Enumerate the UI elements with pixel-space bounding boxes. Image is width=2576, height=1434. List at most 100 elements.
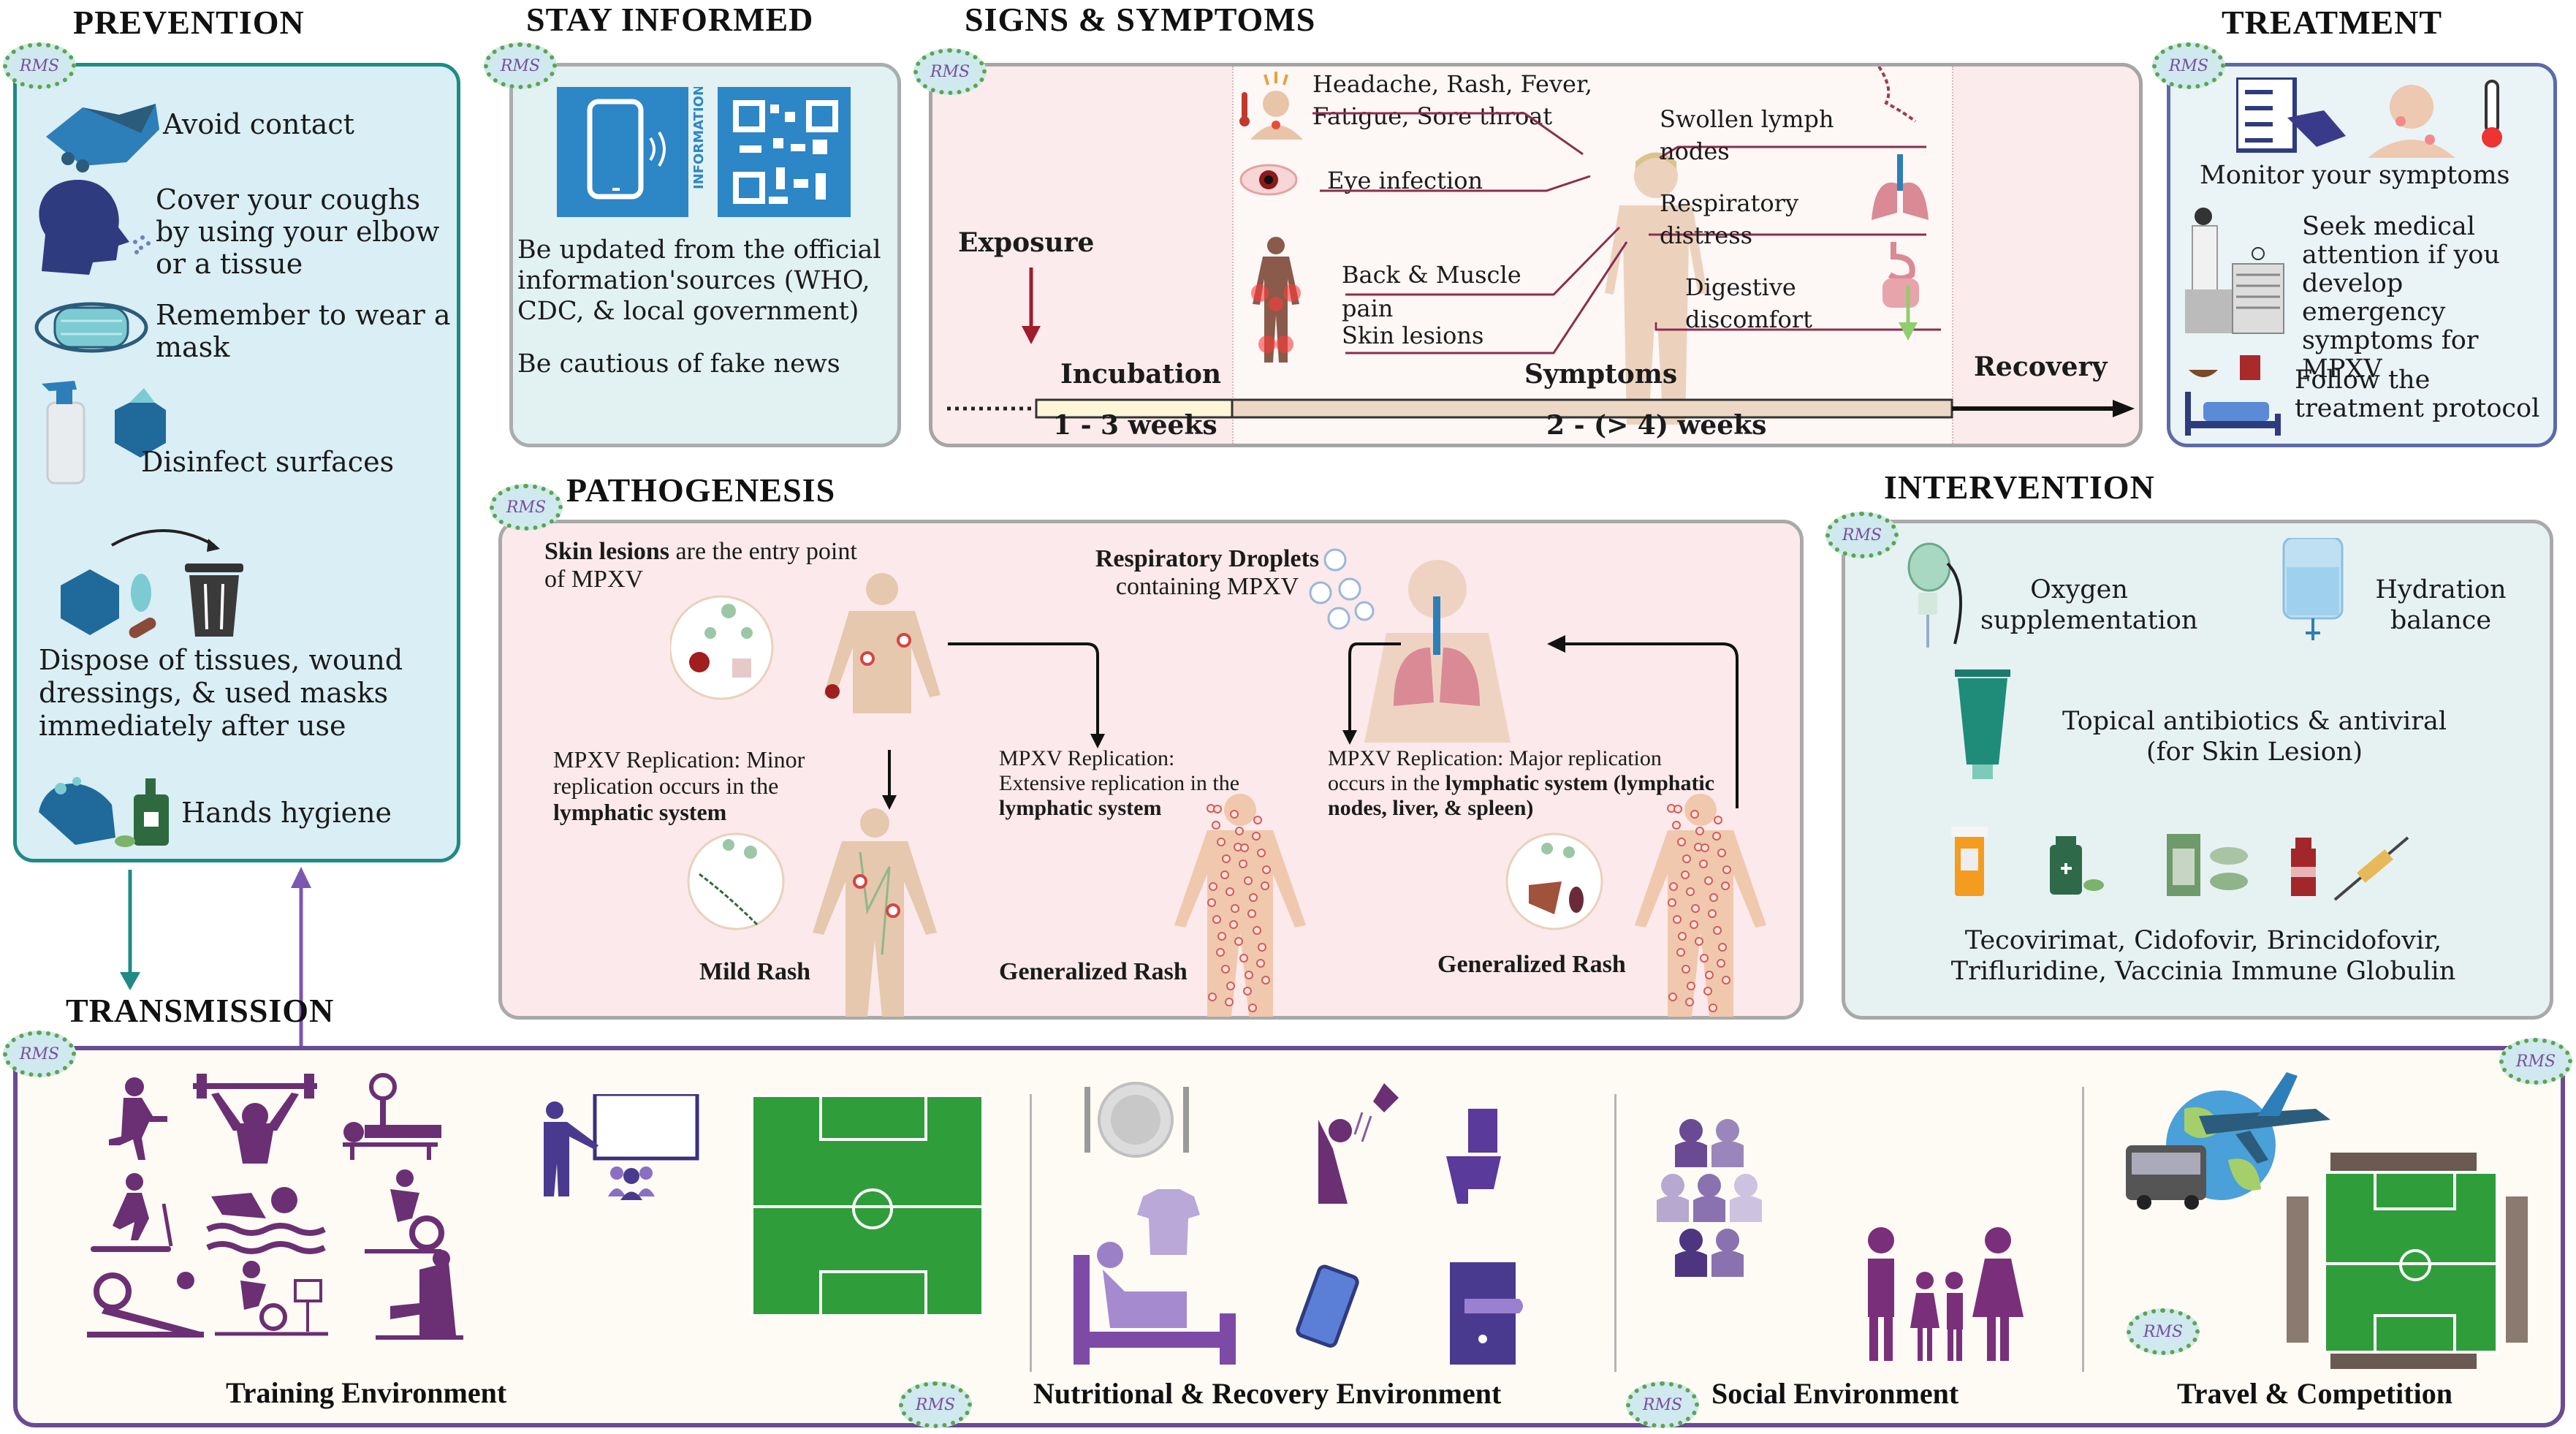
rms-logo-badge: RMS xyxy=(3,42,76,89)
prevention-cover-coughs: Cover your coughs by using your elbow or… xyxy=(156,183,440,280)
entry-rest: are the entry point of MPXV xyxy=(544,538,857,593)
rash-lesion-dot xyxy=(1225,998,1234,1006)
prevention-transmission-arrows xyxy=(120,867,311,1049)
oxygen-mask-icon xyxy=(1907,542,1962,648)
bed-medicine-icon xyxy=(2185,355,2281,436)
stage-1-text: MPXV Replication: Minor replication occu… xyxy=(553,746,805,825)
pathogenesis-title: PATHOGENESIS xyxy=(566,471,836,509)
rash-lesion-dot xyxy=(1234,937,1243,946)
rash-lesion-dot xyxy=(1714,816,1722,824)
symptom-back-muscle-pain: Back & Muscle pain xyxy=(1342,261,1521,322)
respiratory-droplets-figure xyxy=(1309,548,1511,743)
swimming-icon xyxy=(206,1187,326,1254)
symptom-digestive-discomfort: Digestive discomfort xyxy=(1685,273,1812,333)
travel-competition-icons xyxy=(2126,1072,2528,1369)
symptom-respiratory-distress: Respiratory distress xyxy=(1660,189,1799,249)
env-label-social: Social Environment xyxy=(1711,1377,1959,1410)
rash-lesion-dot xyxy=(1207,898,1216,907)
pathogenesis-arrows xyxy=(882,635,1739,810)
rash-lesion-dot xyxy=(1257,849,1266,857)
cough-head-icon xyxy=(39,180,151,275)
separator xyxy=(1614,1094,1616,1372)
intervention-title: INTERVENTION xyxy=(1884,468,2155,506)
rash-lesion-dot xyxy=(1673,805,1682,813)
rash-lesion-dot xyxy=(1668,898,1676,907)
rash-lesion-dot xyxy=(1668,993,1677,1001)
rash-lesion-dot xyxy=(1229,920,1238,929)
rash-lesion-dot xyxy=(1677,838,1686,846)
rash-lesion-dot xyxy=(1253,926,1261,935)
rash-lesion-dot xyxy=(1262,865,1271,874)
rash-lesion-dot xyxy=(1713,926,1722,935)
iv-bag-icon xyxy=(2282,538,2344,640)
pitch-penalty-box-top xyxy=(2374,1171,2456,1210)
intervention-panel: Oxygen supplementation Hydration balance… xyxy=(1842,520,2553,1020)
generalized-rash-figure xyxy=(1174,794,1306,1017)
rash-lesion-dot xyxy=(1209,882,1217,891)
rash-lesion-dot xyxy=(1690,920,1698,929)
stage-3-text: MPXV Replication: Major replication occu… xyxy=(1328,746,1715,820)
pitch-penalty-box-bottom xyxy=(819,1270,927,1317)
rash-lesion-dot xyxy=(1690,810,1699,819)
rash-lesion-dot xyxy=(1258,943,1266,952)
entry-bold: Skin lesions xyxy=(544,538,670,565)
recovery-arrow-icon xyxy=(1899,286,1918,341)
stationary-bike-icon xyxy=(365,1169,444,1253)
rash-lesion-dot xyxy=(1212,915,1221,924)
rash-lesion-dot xyxy=(1248,1004,1257,1012)
doctor-hospital-icon xyxy=(2185,208,2284,334)
rash-lesion-dot xyxy=(1709,1004,1717,1012)
rms-logo-badge: RMS xyxy=(2499,1038,2572,1085)
rash-lesion-dot xyxy=(1221,965,1230,974)
rash-lesion-dot xyxy=(1717,849,1726,857)
classroom-icon xyxy=(544,1094,699,1200)
rms-logo-badge: RMS xyxy=(913,48,987,95)
rash-lesion-dot xyxy=(1247,909,1256,918)
shower-icon xyxy=(1318,1083,1399,1204)
rash-lesion-dot xyxy=(1256,959,1265,968)
stage-3-label: Generalized Rash xyxy=(1437,951,1626,978)
rash-lesion-dot xyxy=(1669,882,1678,891)
information-label: INFORMATION xyxy=(691,87,707,189)
mask-icon xyxy=(34,302,148,353)
handshake-icon xyxy=(46,104,159,172)
prevention-dispose: Dispose of tissues, wound dressings, & u… xyxy=(39,644,403,742)
rash-lesion-dot xyxy=(1240,843,1249,852)
rms-logo-badge: RMS xyxy=(1626,1381,1699,1428)
stay-informed-title: STAY INFORMED xyxy=(526,1,814,38)
rash-lesion-dot xyxy=(1226,887,1234,896)
timeline-recovery: Recovery xyxy=(1974,352,2108,382)
intervention-topical: Topical antibiotics & antiviral (for Ski… xyxy=(2062,707,2447,767)
stay-informed-panel: INFORMATION Be updated from the official… xyxy=(509,63,901,447)
rash-lesion-dot xyxy=(1685,998,1694,1006)
rash-lesion-dot xyxy=(1244,876,1253,885)
pitch-penalty-box-bottom xyxy=(2374,1314,2456,1354)
rms-logo-badge: RMS xyxy=(1825,512,1899,558)
timeline-exposure: Exposure xyxy=(958,227,1095,258)
rash-lesion-dot xyxy=(1226,982,1235,990)
rms-logo-badge: RMS xyxy=(490,484,563,531)
symptom-eye-infection: Eye infection xyxy=(1327,167,1483,194)
rash-lesion-dot xyxy=(1682,854,1691,863)
treatment-monitor: Monitor your symptoms xyxy=(2200,161,2510,190)
leg-extension-icon xyxy=(376,1250,463,1340)
incubation-duration: 1 - 3 weeks xyxy=(1053,410,1217,441)
generalized-rash-organs-figure xyxy=(1505,794,1766,1017)
rash-lesion-dot xyxy=(1253,816,1262,824)
signs-symptoms-title: SIGNS & SYMPTOMS xyxy=(965,1,1316,38)
rash-lesion-dot xyxy=(1217,932,1226,941)
intervention-hydration: Hydration balance xyxy=(2375,575,2507,635)
signs-symptoms-panel: Headache, Rash, Fever, Fatigue, Sore thr… xyxy=(929,63,2143,447)
symptom-skin-lesions: Skin lesions xyxy=(1342,322,1484,349)
env-label-training: Training Environment xyxy=(226,1376,507,1409)
rash-lesion-dot xyxy=(1230,810,1239,819)
human-body-icon xyxy=(1605,152,1707,425)
pathogenesis-entry-text: Skin lesions are the entry point of MPXV xyxy=(544,538,866,593)
pitch-center-circle xyxy=(2399,1249,2431,1281)
rash-lesion-dot xyxy=(1252,832,1261,841)
rash-lesion-dot xyxy=(1243,987,1252,995)
rash-lesion-dot xyxy=(1699,860,1708,868)
rash-lesion-dot xyxy=(1222,854,1231,863)
rash-lesion-dot xyxy=(1708,909,1717,918)
prevention-hand-hygiene: Hands hygiene xyxy=(181,797,392,829)
